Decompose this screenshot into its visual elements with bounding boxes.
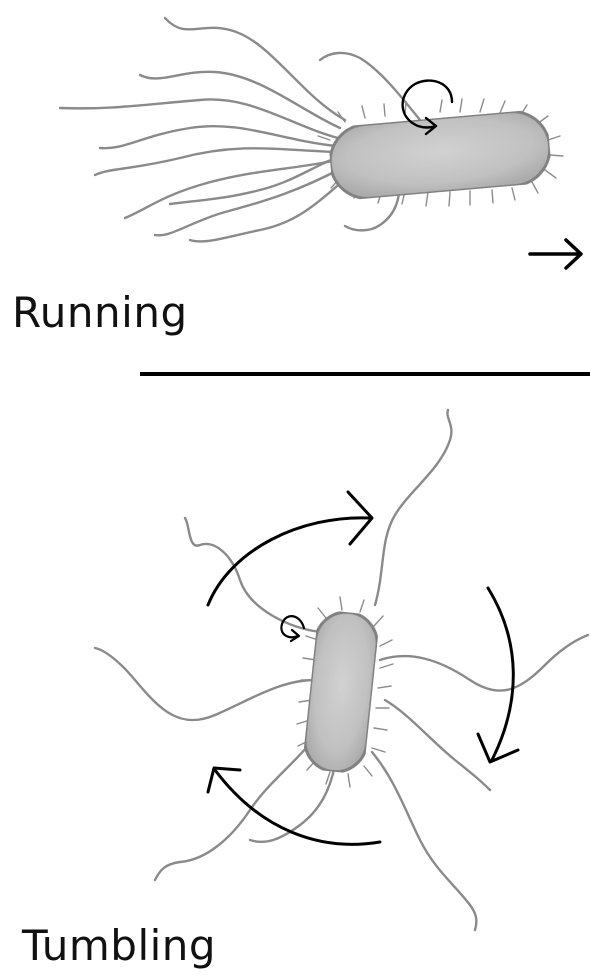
tumbling-section — [95, 410, 588, 930]
flagellum — [375, 410, 451, 605]
flagellum — [95, 148, 336, 175]
flagellum — [165, 18, 345, 120]
running-label: Running — [12, 292, 188, 334]
flagellum — [250, 765, 335, 842]
arrow-right-icon — [530, 240, 581, 268]
flagellum — [185, 518, 320, 632]
running-cell-body — [327, 109, 553, 202]
flagellum — [380, 635, 588, 691]
running-section — [60, 18, 581, 268]
flagellum — [385, 700, 490, 790]
flagellum — [95, 648, 315, 720]
curved-arrow-icon — [208, 492, 372, 605]
tumbling-cell-body — [302, 609, 380, 775]
tumbling-label: Tumbling — [22, 925, 216, 967]
flagellum — [155, 730, 320, 880]
curved-arrow-icon — [478, 588, 518, 762]
flagellum — [372, 752, 476, 930]
flagellum — [190, 175, 350, 241]
flagellum — [140, 72, 340, 128]
curved-arrow-icon — [208, 768, 380, 844]
flagellum — [100, 126, 336, 148]
